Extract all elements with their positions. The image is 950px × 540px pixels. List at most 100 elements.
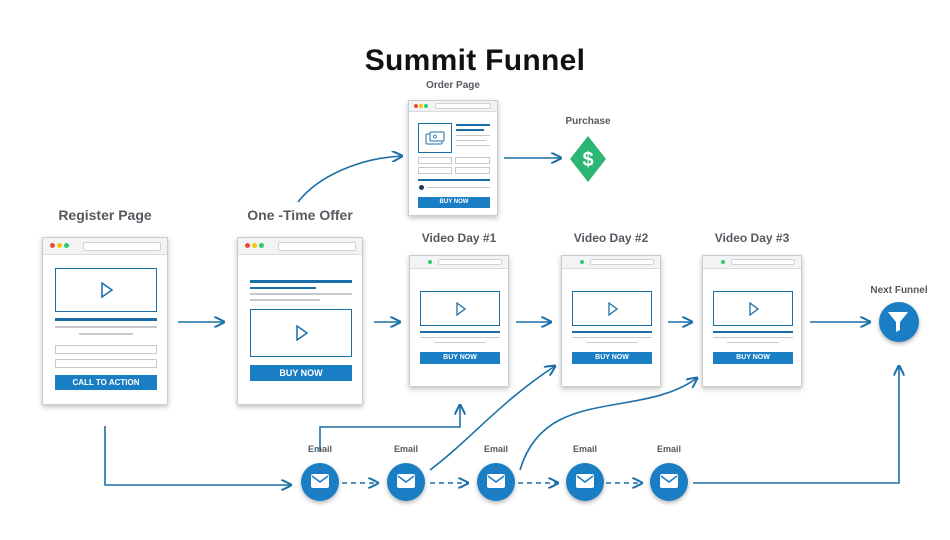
form-field (455, 167, 490, 174)
play-icon (101, 282, 114, 298)
email-2-node (387, 463, 425, 501)
text-line (420, 337, 500, 338)
text-line (586, 342, 638, 343)
envelope-icon (397, 474, 415, 488)
headline-bar (572, 331, 652, 333)
svg-text:$: $ (582, 149, 593, 171)
text-line (727, 342, 779, 343)
form-field (55, 345, 157, 354)
url-bar (435, 103, 491, 109)
video-day-1-mockup: BUY NOW (409, 255, 509, 387)
buy-now-button[interactable]: BUY NOW (420, 352, 500, 364)
order-page-label: Order Page (426, 80, 480, 91)
video-placeholder (55, 268, 157, 312)
text-line (250, 299, 320, 301)
product-image (418, 123, 452, 153)
close-dot-icon (50, 243, 55, 248)
play-icon (608, 302, 619, 316)
minimize-dot-icon (252, 243, 257, 248)
maximize-dot-icon (424, 104, 428, 108)
next-funnel-label: Next Funnel (870, 285, 928, 296)
browser-chrome (410, 256, 508, 269)
arrow-email2-to-video2 (429, 366, 555, 471)
email-3-label: Email (483, 444, 509, 454)
video-day-2-label: Video Day #2 (573, 231, 649, 245)
envelope-icon (487, 474, 505, 488)
envelope-icon (311, 474, 329, 488)
email-1-label: Email (307, 444, 333, 454)
envelope-icon (576, 474, 594, 488)
text-line (55, 326, 157, 328)
text-line (456, 145, 490, 146)
text-line (456, 140, 486, 141)
status-dot-icon (428, 260, 432, 264)
text-line (427, 187, 490, 188)
play-icon (296, 325, 309, 341)
text-line (79, 333, 133, 335)
buy-now-button[interactable]: BUY NOW (713, 352, 793, 364)
url-bar (731, 259, 795, 265)
subheadline-bar (456, 129, 484, 131)
video-placeholder (420, 291, 500, 326)
subheadline-bar (250, 287, 316, 289)
diagram-title: Summit Funnel (364, 44, 586, 77)
divider-bar (418, 179, 490, 181)
next-funnel-node (879, 302, 919, 342)
text-line (456, 135, 490, 136)
purchase-label: Purchase (565, 116, 611, 127)
status-dot-icon (721, 260, 725, 264)
purchase-dollar-icon: $ (570, 136, 606, 182)
one-time-offer-mockup: BUY NOW (237, 237, 363, 405)
form-field (418, 157, 452, 164)
video-day-1-label: Video Day #1 (421, 231, 497, 245)
email-1-node (301, 463, 339, 501)
email-4-node (566, 463, 604, 501)
browser-chrome (703, 256, 801, 269)
headline-bar (456, 124, 490, 126)
email-4-label: Email (572, 444, 598, 454)
register-page-label: Register Page (58, 207, 152, 223)
text-line (250, 293, 352, 295)
headline-bar (250, 280, 352, 283)
register-page-mockup: CALL TO ACTION (42, 237, 168, 405)
maximize-dot-icon (259, 243, 264, 248)
text-line (572, 337, 652, 338)
url-bar (590, 259, 654, 265)
url-bar (278, 242, 356, 251)
call-to-action-button[interactable]: CALL TO ACTION (55, 375, 157, 390)
buy-now-button[interactable]: BUY NOW (250, 365, 352, 381)
radio-selected-icon[interactable] (419, 185, 424, 190)
url-bar (83, 242, 161, 251)
close-dot-icon (414, 104, 418, 108)
arrow-register-to-email1 (104, 426, 291, 485)
email-3-node (477, 463, 515, 501)
maximize-dot-icon (64, 243, 69, 248)
headline-bar (55, 318, 157, 321)
credit-card-icon (425, 131, 445, 145)
url-bar (438, 259, 502, 265)
buy-now-button[interactable]: BUY NOW (418, 197, 490, 208)
buy-now-button[interactable]: BUY NOW (572, 352, 652, 364)
text-line (434, 342, 486, 343)
form-field (55, 359, 157, 368)
browser-chrome (409, 101, 497, 112)
play-icon (749, 302, 760, 316)
minimize-dot-icon (57, 243, 62, 248)
minimize-dot-icon (419, 104, 423, 108)
headline-bar (713, 331, 793, 333)
video-placeholder (572, 291, 652, 326)
video-day-2-mockup: BUY NOW (561, 255, 661, 387)
close-dot-icon (245, 243, 250, 248)
browser-chrome (562, 256, 660, 269)
one-time-offer-label: One -Time Offer (247, 207, 353, 223)
headline-bar (420, 331, 500, 333)
form-field (418, 167, 452, 174)
funnel-icon (888, 312, 910, 332)
text-line (713, 337, 793, 338)
video-placeholder (713, 291, 793, 326)
video-placeholder (250, 309, 352, 357)
arrow-email3-to-video3 (519, 378, 697, 471)
status-dot-icon (580, 260, 584, 264)
video-day-3-label: Video Day #3 (714, 231, 790, 245)
